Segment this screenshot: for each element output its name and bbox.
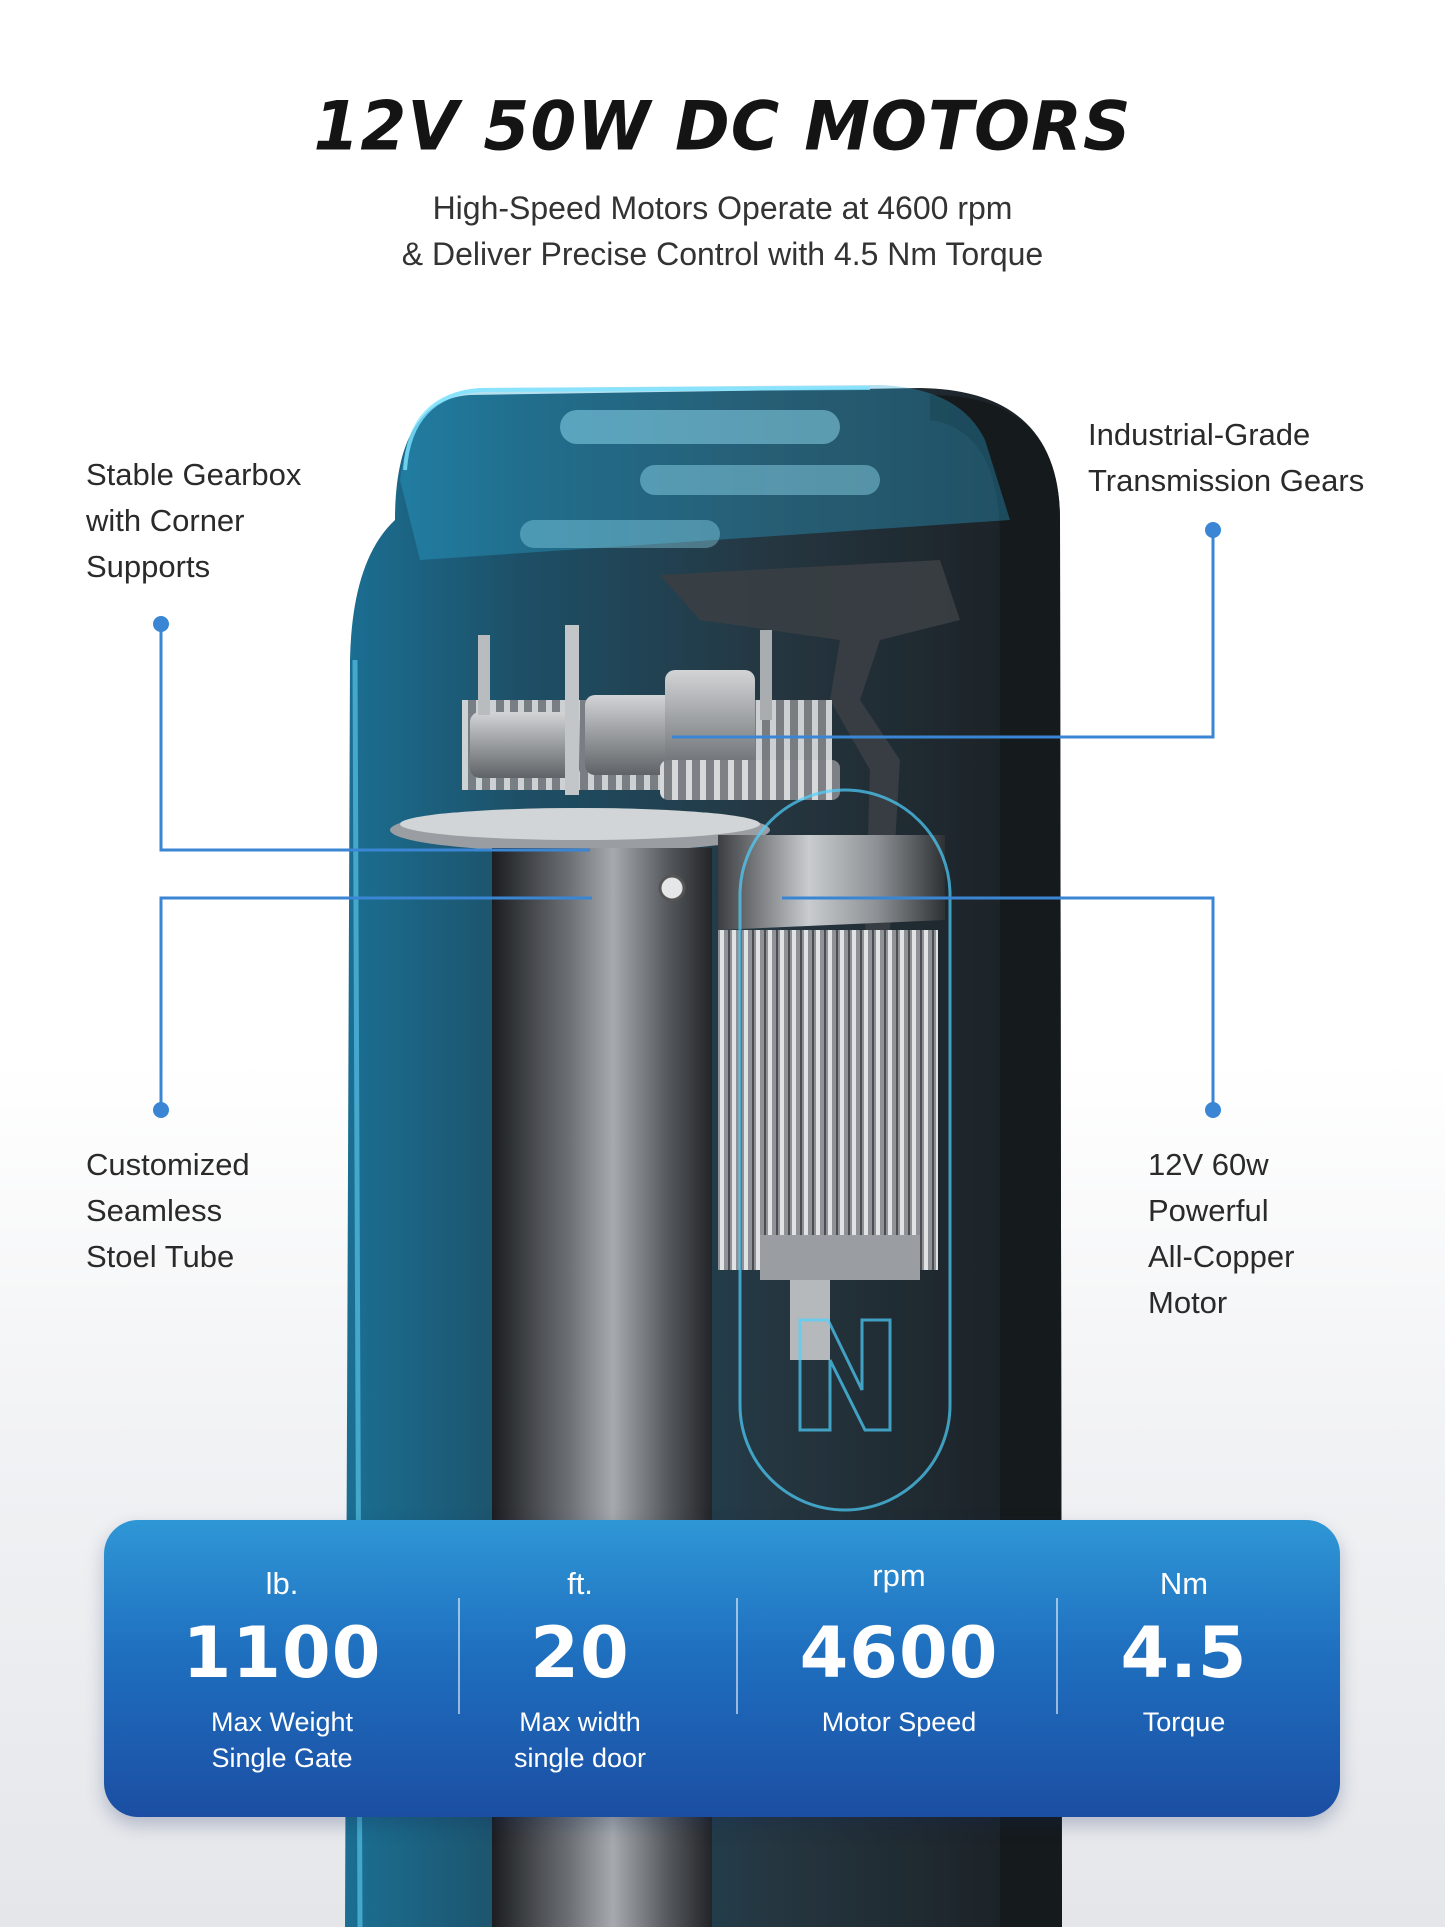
tube-leader-line xyxy=(159,896,592,1110)
stat-description: Torque xyxy=(1142,1707,1226,1737)
motor-callout-dot xyxy=(1205,1102,1221,1118)
callout-steel-tube: Customized Seamless Stoel Tube xyxy=(86,1147,250,1274)
motor-leader-line xyxy=(782,896,1215,1110)
subtitle-line-2: & Deliver Precise Control with 4.5 Nm To… xyxy=(401,236,1044,272)
stat-value: 1100 xyxy=(182,1612,382,1694)
callout-copper-motor: 12V 60w Powerful All-Copper Motor xyxy=(1148,1147,1295,1320)
stat-divider xyxy=(1056,1598,1058,1714)
stat-unit: lb. xyxy=(265,1566,299,1601)
stat-value: 20 xyxy=(530,1612,630,1694)
stat-value: 4.5 xyxy=(1120,1612,1248,1694)
tube-callout-dot xyxy=(153,1102,169,1118)
page-title: 12V 50W DC MOTORS xyxy=(313,87,1132,166)
stat-max-width: ft. 20 Max width single door xyxy=(460,1520,700,1817)
gearbox-callout-dot xyxy=(153,616,169,632)
callout-transmission-gears: Industrial-Grade Transmission Gears xyxy=(1088,417,1365,498)
specs-panel: lb. 1100 Max Weight Single Gate ft. 20 M… xyxy=(104,1520,1340,1817)
stat-motor-speed: rpm 4600 Motor Speed xyxy=(738,1520,1060,1817)
stat-unit: Nm xyxy=(1159,1566,1209,1601)
subtitle-line-1: High-Speed Motors Operate at 4600 rpm xyxy=(432,190,1013,226)
stat-description: Motor Speed xyxy=(821,1707,977,1737)
gears-leader-line xyxy=(672,530,1215,739)
stat-unit: ft. xyxy=(567,1566,593,1601)
stat-max-weight: lb. 1100 Max Weight Single Gate xyxy=(104,1520,460,1817)
stat-divider xyxy=(736,1598,738,1714)
stat-description: Max width single door xyxy=(513,1707,647,1773)
stat-divider xyxy=(458,1598,460,1714)
stat-torque: Nm 4.5 Torque xyxy=(1058,1520,1310,1817)
stat-unit: rpm xyxy=(872,1558,926,1593)
gears-callout-dot xyxy=(1205,522,1221,538)
callout-gearbox: Stable Gearbox with Corner Supports xyxy=(86,457,302,584)
gearbox-leader-line xyxy=(159,624,590,852)
stat-value: 4600 xyxy=(799,1612,999,1694)
stat-description: Max Weight Single Gate xyxy=(210,1707,354,1773)
subtitle: High-Speed Motors Operate at 4600 rpm & … xyxy=(0,185,1445,277)
